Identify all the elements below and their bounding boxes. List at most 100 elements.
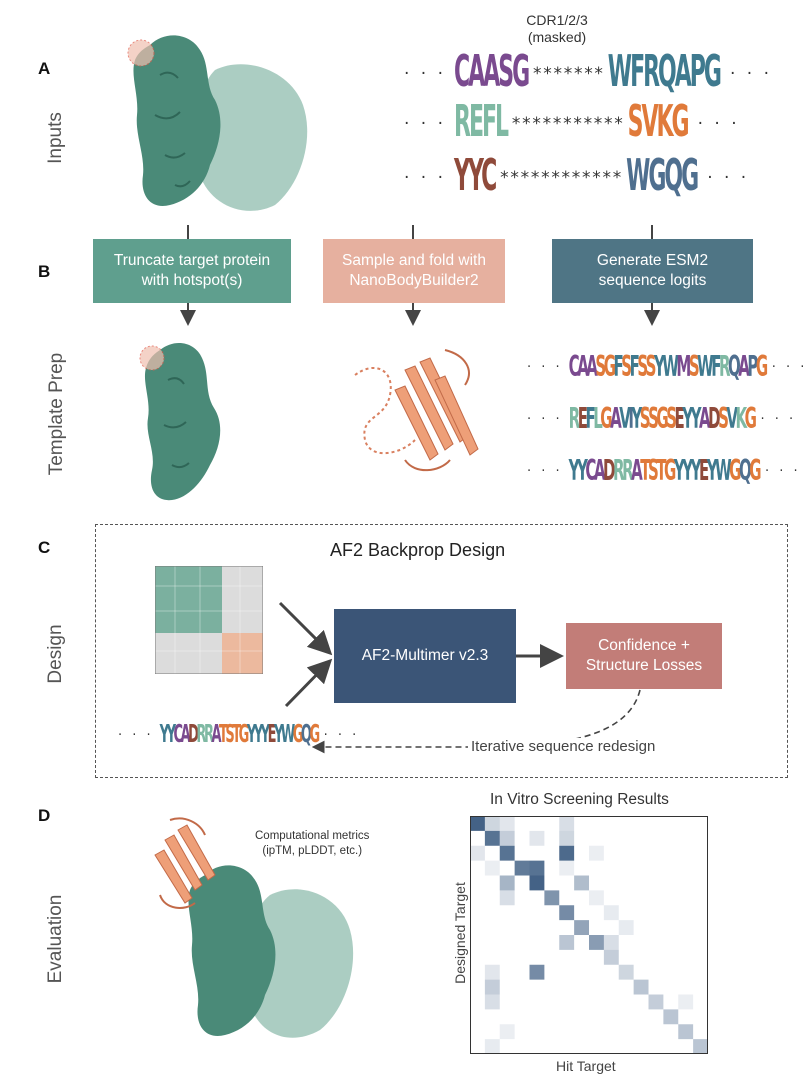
input-seq-row-1: · · · CAASG ******* WFRQAPG · · · xyxy=(404,51,772,95)
heatmap-cell xyxy=(589,845,604,861)
logo-letter: Q xyxy=(728,348,741,384)
logo-letter: E xyxy=(267,720,277,750)
heatmap-cell xyxy=(574,920,590,936)
logo-letter: Y xyxy=(568,452,580,488)
logo-letter: S xyxy=(637,348,648,384)
ellipsis: · · · xyxy=(323,727,360,743)
logo-letter: G xyxy=(309,720,320,750)
logo-letter: A xyxy=(211,720,221,750)
mask-stars: ******* xyxy=(532,64,604,84)
af2-multimer-model: AF2-Multimer v2.3 xyxy=(334,609,516,703)
logo-letter: A xyxy=(699,400,711,436)
logo-letter: Y xyxy=(260,720,270,750)
heatmap-x-label: Hit Target xyxy=(556,1058,616,1074)
ellipsis: · · · xyxy=(404,114,447,134)
logo-letter: Y xyxy=(690,400,702,436)
logo-letter: F xyxy=(585,400,595,436)
mask-stars: *********** xyxy=(511,114,624,134)
heatmap-cell xyxy=(484,816,500,831)
heatmap-cell xyxy=(603,935,619,950)
logo-letter: W xyxy=(280,720,295,750)
logo-letter: C xyxy=(585,452,596,488)
logo-letter: Y xyxy=(690,452,702,488)
logo-letter: A xyxy=(610,400,622,436)
logo-letter: G xyxy=(749,452,761,488)
logo-letter: G xyxy=(600,400,612,436)
logo-letter: D xyxy=(708,400,720,436)
logo-letter: S xyxy=(666,400,677,436)
heatmap-cell xyxy=(499,845,515,861)
design-panel-frame xyxy=(95,524,788,778)
logo-letter: S xyxy=(688,348,700,384)
heatmap-cell xyxy=(499,890,515,906)
logo-letter: Y xyxy=(159,720,169,750)
heatmap-cell xyxy=(678,994,694,1010)
logo-letter: I xyxy=(628,400,634,436)
heatmap-cell xyxy=(499,1024,515,1040)
logo-letter: L xyxy=(593,400,603,436)
logo-letter: Y xyxy=(253,720,263,750)
logo-letter: G xyxy=(603,348,616,384)
template-pair-matrix xyxy=(155,566,263,674)
heatmap-cell xyxy=(574,875,590,891)
logo-letter: A xyxy=(180,720,191,750)
logo-letter: F xyxy=(629,348,640,384)
confidence-structure-losses: Confidence + Structure Losses xyxy=(566,623,722,689)
logo-letter: F xyxy=(613,348,624,384)
ellipsis: · · · xyxy=(729,64,772,84)
logo-letter: C xyxy=(173,720,184,750)
seq-prefix: REFL xyxy=(454,98,509,148)
heatmap-cell xyxy=(484,1039,500,1054)
seq-suffix: WFRQAPG xyxy=(607,48,722,98)
logo-letter: E xyxy=(577,400,588,436)
logo-letter: S xyxy=(718,400,729,436)
mask-stars: ************ xyxy=(499,168,623,188)
ellipsis: · · · xyxy=(760,411,797,427)
panel-letter-d: D xyxy=(38,806,51,825)
heatmap-cell xyxy=(559,816,575,831)
logo-letter: W xyxy=(715,452,732,488)
logo-letter: Y xyxy=(706,452,718,488)
logo-letter: G xyxy=(656,400,668,436)
logo-letter: G xyxy=(664,452,676,488)
heatmap-cell xyxy=(589,935,604,950)
ellipsis: · · · xyxy=(527,411,563,427)
logo-letter: Y xyxy=(166,720,176,750)
logo-letter: S xyxy=(225,720,234,750)
seq-prefix: YYC xyxy=(454,152,497,202)
heatmap-cell xyxy=(648,994,664,1010)
esm2-logits-step: Generate ESM2 sequence logits xyxy=(552,239,753,303)
cdr-masked-label: CDR1/2/3 (masked) xyxy=(526,12,588,45)
logo-letter: Y xyxy=(653,348,665,384)
heatmap-cell xyxy=(559,845,575,861)
logo-letter: Y xyxy=(682,452,693,488)
heatmap-cell xyxy=(529,875,545,891)
ellipsis: · · · xyxy=(707,168,750,188)
logo-letter: Y xyxy=(682,400,693,436)
designed-complex-structure xyxy=(154,817,354,1038)
ellipsis: · · · xyxy=(697,114,740,134)
heatmap-y-label: Designed Target xyxy=(452,882,468,984)
logo-letter: G xyxy=(729,452,741,488)
input-seq-row-3: · · · YYC ************ WGQG · · · xyxy=(404,155,750,199)
logo-letter: A xyxy=(586,348,598,384)
logo-letter: T xyxy=(640,452,650,488)
logo-letter: T xyxy=(219,720,228,750)
heatmap-cell xyxy=(559,905,575,921)
computational-metrics-label: Computational metrics (ipTM, pLDDT, etc.… xyxy=(255,830,370,857)
ellipsis: · · · xyxy=(404,168,447,188)
logo-letter: Y xyxy=(273,720,283,750)
logo-letter: G xyxy=(292,720,304,750)
heatmap-cell xyxy=(499,816,515,831)
logo-letter: Y xyxy=(246,720,256,750)
panel-letter-a: A xyxy=(38,59,51,78)
logo-letter: S xyxy=(648,400,659,436)
logo-letter: S xyxy=(647,452,659,488)
logo-letter: E xyxy=(674,400,685,436)
logo-letter: S xyxy=(595,348,606,384)
